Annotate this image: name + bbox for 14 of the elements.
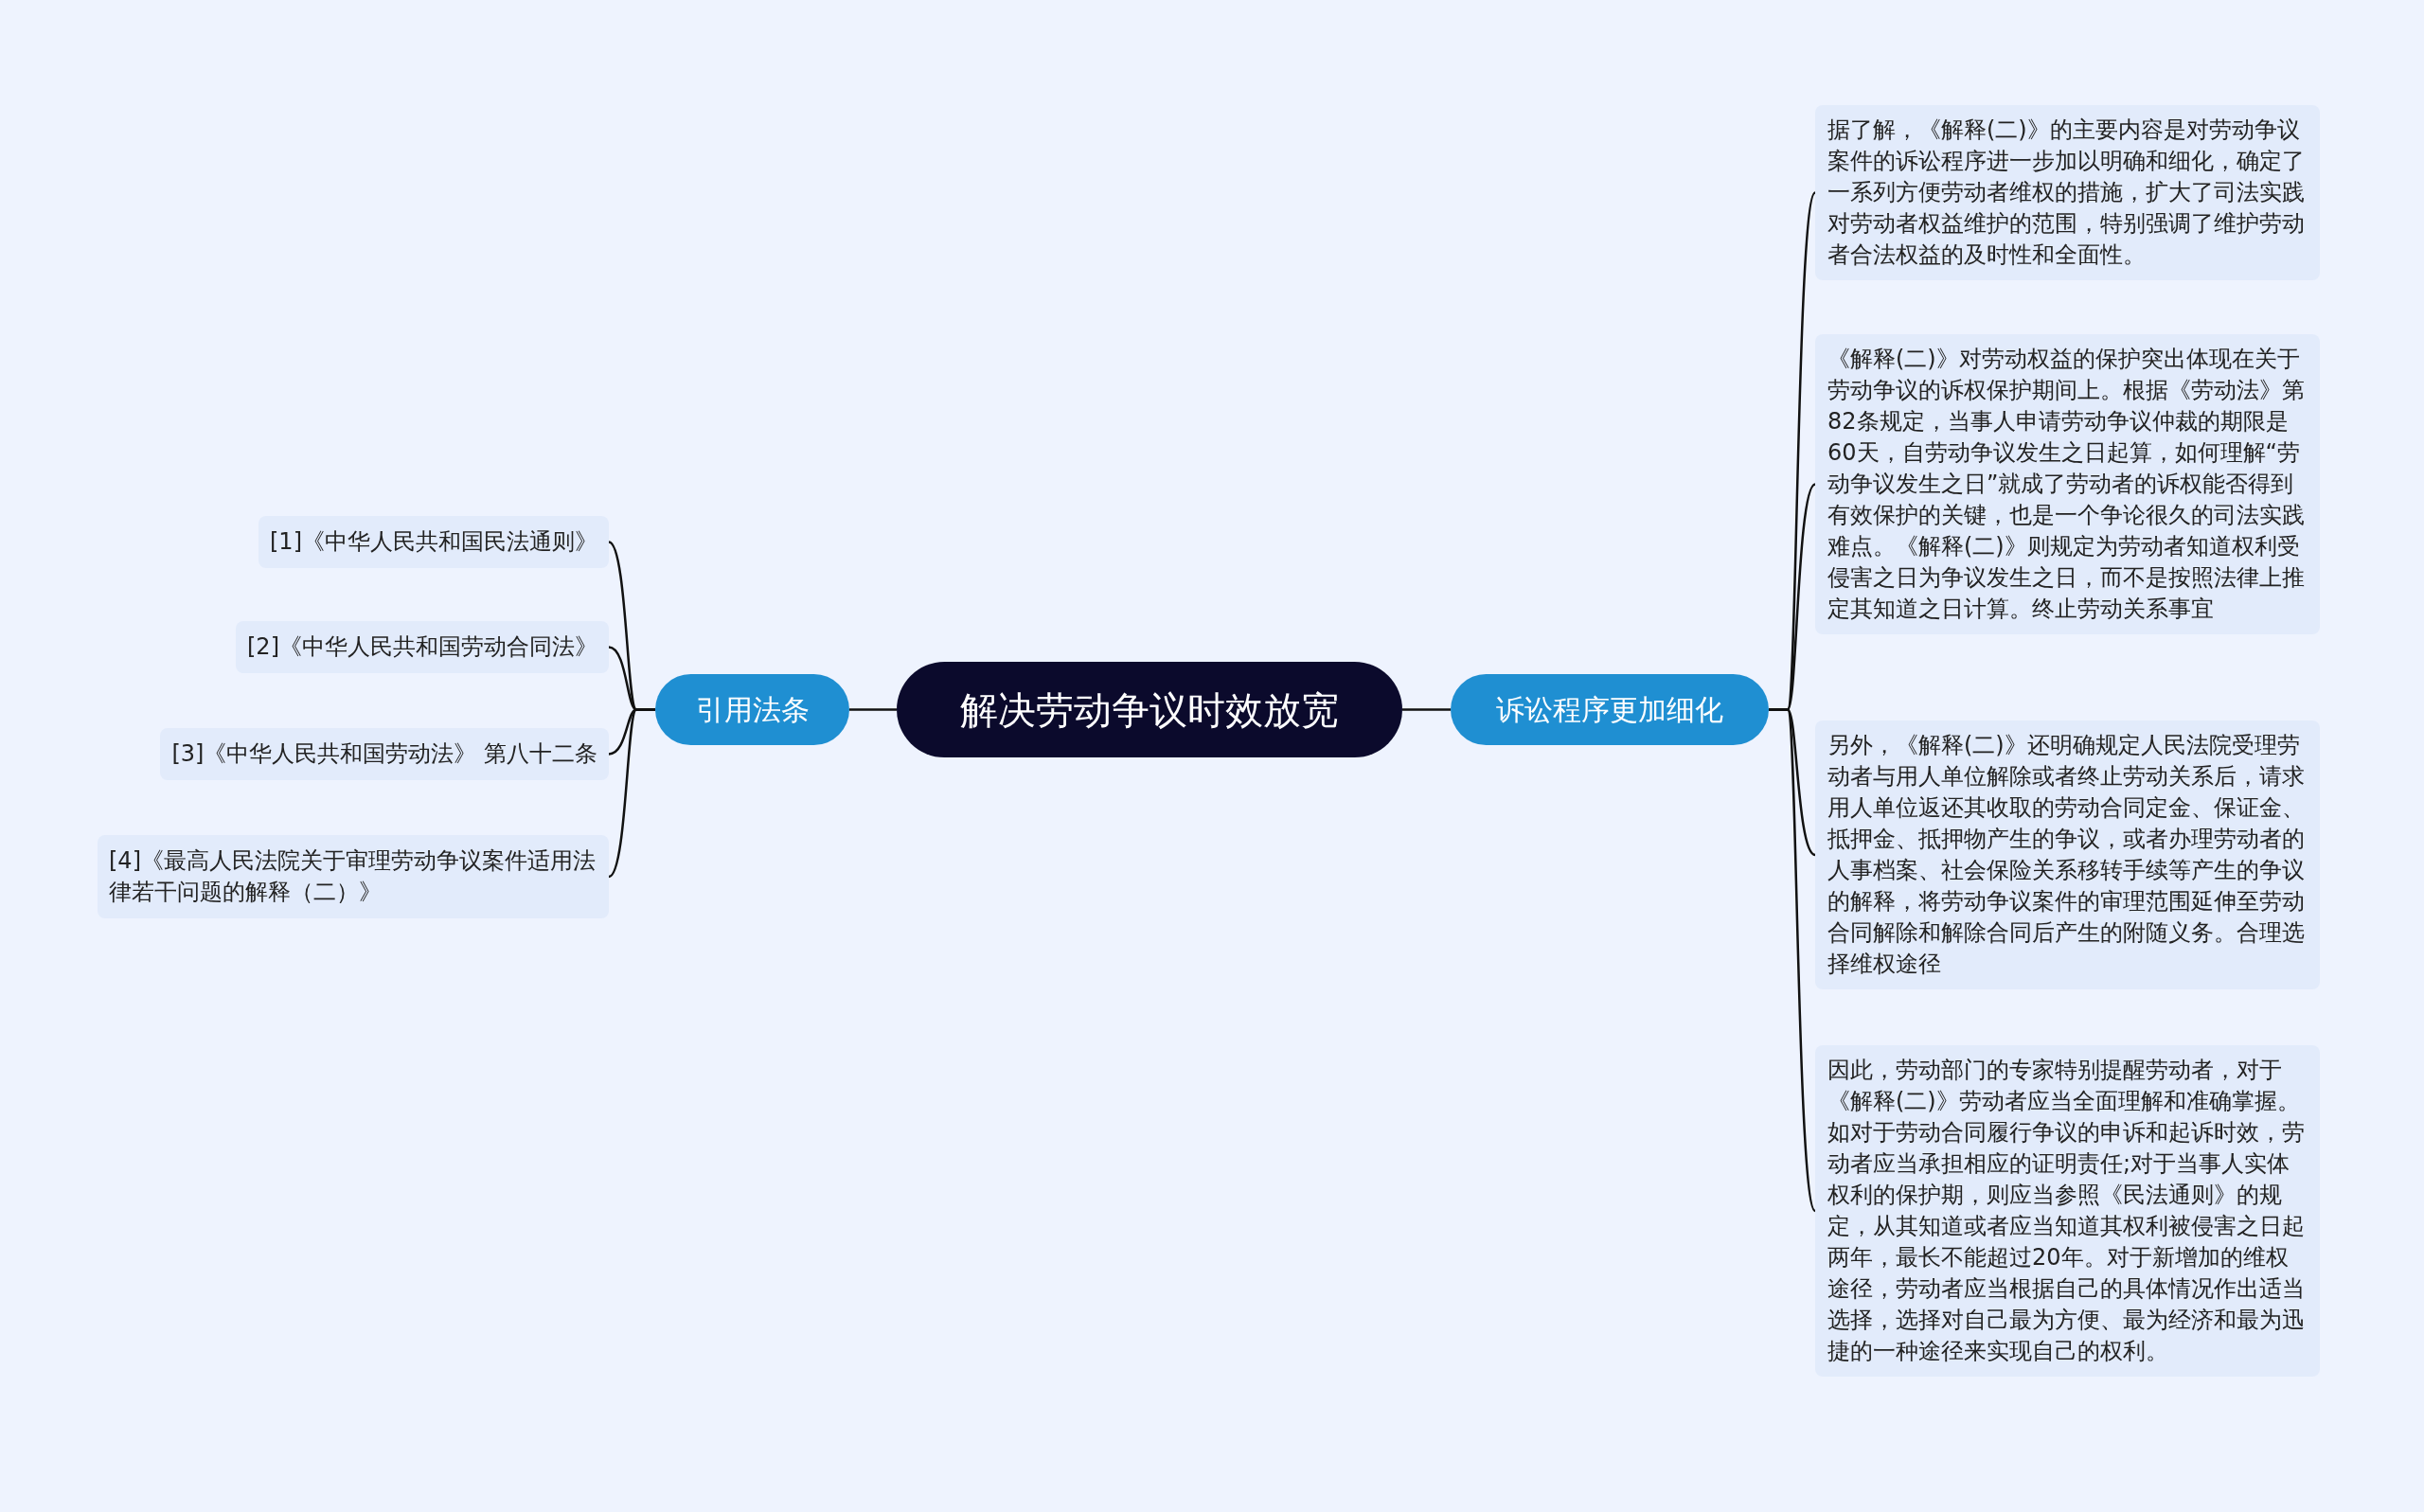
detail-card: 因此，劳动部门的专家特别提醒劳动者，对于《解释(二)》劳动者应当全面理解和准确掌握。如对于劳动合同履行争议的申诉和起诉时效，劳动者应当承担相应的证明责任;对于当事人实体权利的保护期，则应当参照《民法通则》的规定，从其知道或者应当知道其权利被侵害之日起两年，最长不能超过20年。对于新增加的维权途径，劳动者应当根据自己的具体情况作出适当选择，选择对自己最为方便、最为经济和最为迅捷的一种途径来实现自己的权利。 xyxy=(1815,1045,2320,1377)
detail-card: 《解释(二)》对劳动权益的保护突出体现在关于劳动争议的诉权保护期间上。根据《劳动法》第82条规定，当事人申请劳动争议仲裁的期限是60天，自劳动争议发生之日起算，如何理解“劳动争议发生之日”就成了劳动者的诉权能否得到有效保护的关键，也是一个争论很久的司法实践难点。《解释(二)》则规定为劳动者知道权利受侵害之日为争议发生之日，而不是按照法律上推定其知道之日计算。终止劳动关系事宜 xyxy=(1815,334,2320,634)
reference-card: [2]《中华人民共和国劳动合同法》 xyxy=(236,621,609,673)
connector-line xyxy=(608,708,655,878)
reference-card: [4]《最高人民法院关于审理劳动争议案件适用法律若干问题的解释（二）》 xyxy=(98,835,609,918)
branch-topic: 诉讼程序更加细化 xyxy=(1451,674,1769,745)
connector-line xyxy=(849,708,897,711)
reference-card: [3]《中华人民共和国劳动法》 第八十二条 xyxy=(160,728,609,780)
reference-card: [1]《中华人民共和国民法通则》 xyxy=(258,516,609,568)
detail-card: 另外，《解释(二)》还明确规定人民法院受理劳动者与用人单位解除或者终止劳动关系后，请求用人单位返还其收取的劳动合同定金、保证金、抵押金、抵押物产生的争议，或者办理劳动者的人事档案、社会保险关系移转手续等产生的争议的解释，将劳动争议案件的审理范围延伸至劳动合同解除和解除合同后产生的附随义务。合理选择维权途径 xyxy=(1815,720,2320,989)
branch-topic: 引用法条 xyxy=(655,674,849,745)
detail-card: 据了解，《解释(二)》的主要内容是对劳动争议案件的诉讼程序进一步加以明确和细化，确定了一系列方便劳动者维权的措施，扩大了司法实践对劳动者权益维护的范围，特别强调了维护劳动者合法权益的及时性和全面性。 xyxy=(1815,105,2320,280)
connector-line xyxy=(1402,708,1451,711)
central-topic: 解决劳动争议时效放宽 xyxy=(897,662,1402,757)
